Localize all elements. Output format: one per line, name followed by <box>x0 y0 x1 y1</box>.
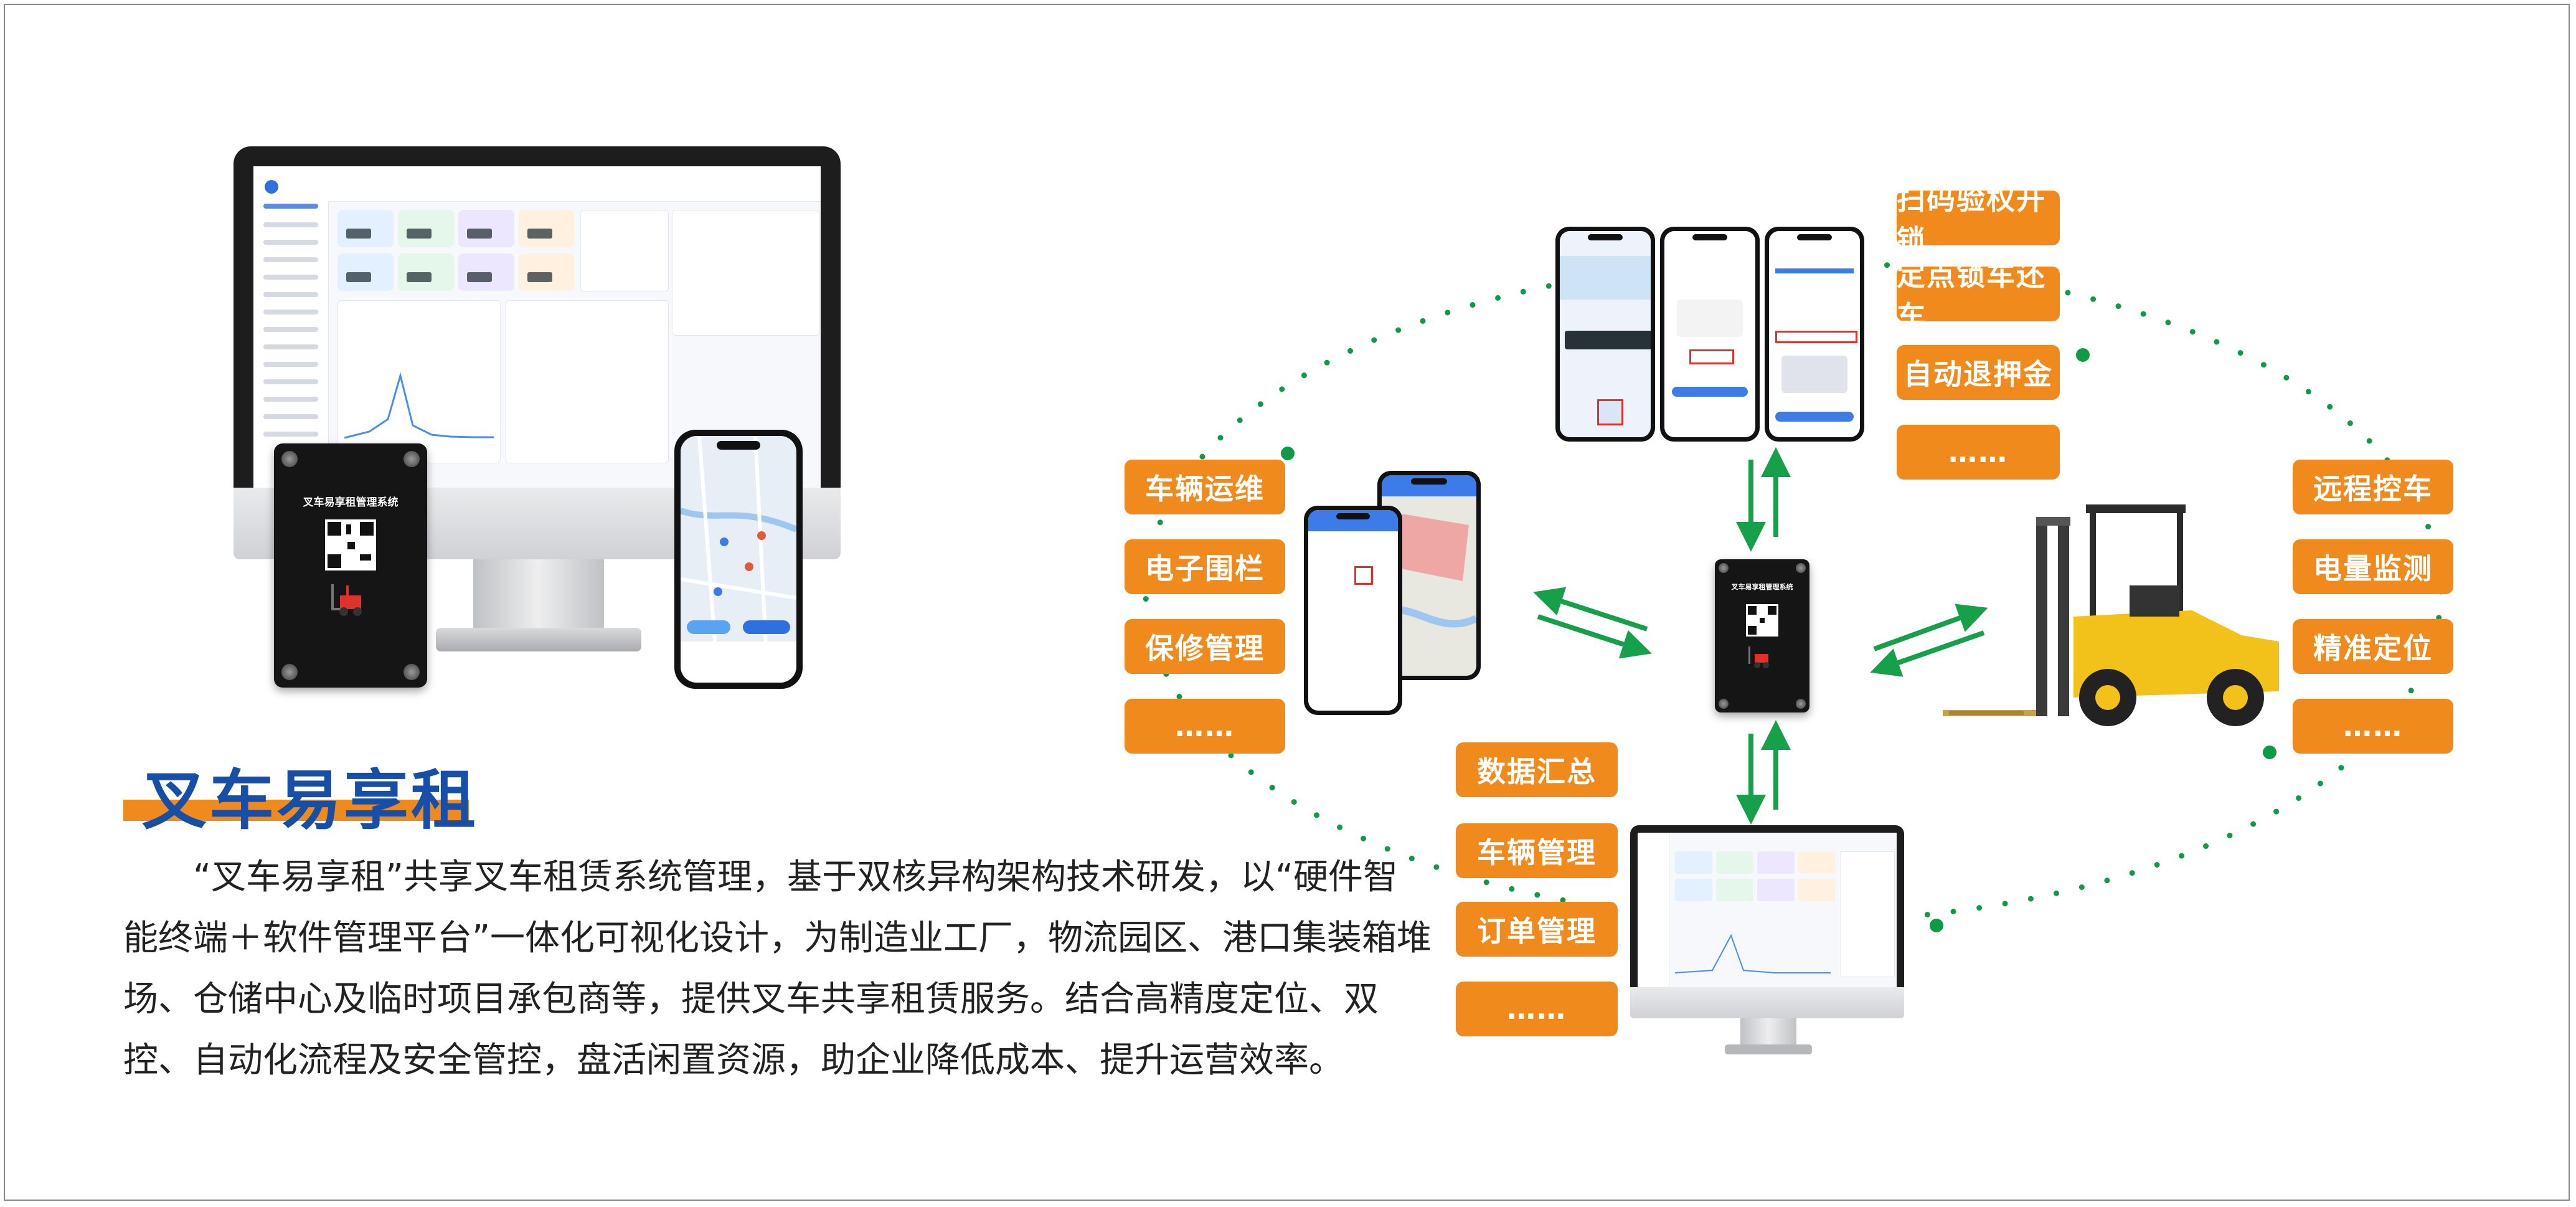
description-line: 能终端＋软件管理平台”一体化可视化设计，为制造业工厂，物流园区、港口集装箱堆 <box>123 918 1432 959</box>
monitor-base <box>1725 1044 1812 1054</box>
app-phone-2 <box>1660 227 1760 442</box>
monitor-stand <box>473 559 604 628</box>
page-border <box>4 4 2570 1201</box>
hero-smartphone <box>674 430 803 689</box>
feature-tag: 自动退押金 <box>1897 345 2060 400</box>
dashboard-sidebar <box>253 166 329 488</box>
feature-tag: 定点锁车还车 <box>1897 258 2060 333</box>
feature-tag: 保修管理 <box>1125 619 1285 674</box>
description-line: 场、仓储中心及临时项目承包商等，提供叉车共享租赁服务。结合高精度定位、双 <box>123 979 1379 1020</box>
description-line: “叉车易享租”共享叉车租赁系统管理，基于双核异构架构技术研发，以“硬件智 <box>193 857 1399 897</box>
trend-line-chart <box>344 372 494 439</box>
dashboard-topbar <box>328 166 821 202</box>
feature-tag: 扫码验权开锁 <box>1897 182 2060 257</box>
map-screen <box>681 436 796 683</box>
description-line: 控、自动化流程及安全管控，盘活闲置资源，助企业降低成本、提升运营效率。 <box>123 1040 1344 1081</box>
feature-tag: 电量监测 <box>2293 539 2453 594</box>
feature-tag: 精准定位 <box>2293 619 2453 674</box>
product-title: 叉车易享租 <box>142 762 479 838</box>
feature-tag: 订单管理 <box>1456 902 1618 957</box>
feature-tag: 电子围栏 <box>1125 539 1285 594</box>
feature-tag: …… <box>2293 699 2453 754</box>
feature-tag: 数据汇总 <box>1456 742 1618 797</box>
product-description: “叉车易享租”共享叉车租赁系统管理，基于双核异构架构技术研发，以“硬件智 能终端… <box>123 847 1432 1091</box>
ops-phone-list <box>1304 506 1402 715</box>
feature-tag: …… <box>1456 982 1618 1036</box>
monitor-base <box>436 628 641 651</box>
feature-tag: 远程控车 <box>2293 460 2453 514</box>
terminal-label: 叉车易享租管理系统 <box>1731 583 1793 591</box>
terminal-label: 叉车易享租管理系统 <box>303 496 399 509</box>
feature-tag: 车辆管理 <box>1456 823 1618 878</box>
title-underline <box>123 800 469 821</box>
qr-code-icon <box>325 519 376 570</box>
app-phone-1 <box>1555 227 1655 442</box>
feature-tag: …… <box>1897 425 2060 480</box>
qr-code-icon <box>1746 604 1778 637</box>
app-logo-icon <box>265 180 278 194</box>
platform-monitor <box>1630 825 1904 987</box>
app-phone-3 <box>1765 227 1864 442</box>
desktop-monitor <box>234 146 841 488</box>
forklift-icon <box>1748 646 1769 668</box>
feature-tag: …… <box>1125 699 1285 754</box>
monitor-stand <box>1740 1018 1796 1044</box>
forklift-icon <box>331 584 362 616</box>
central-iot-terminal: 叉车易享租管理系统 <box>1715 559 1809 712</box>
feature-tag: 车辆运维 <box>1125 460 1285 514</box>
forklift-icon <box>1943 504 2279 726</box>
iot-terminal-device: 叉车易享租管理系统 <box>274 443 427 688</box>
product-title-block: 叉车易享租 <box>123 747 476 838</box>
monitor-chin <box>1630 987 1904 1018</box>
dashboard-screenshot <box>253 166 821 488</box>
